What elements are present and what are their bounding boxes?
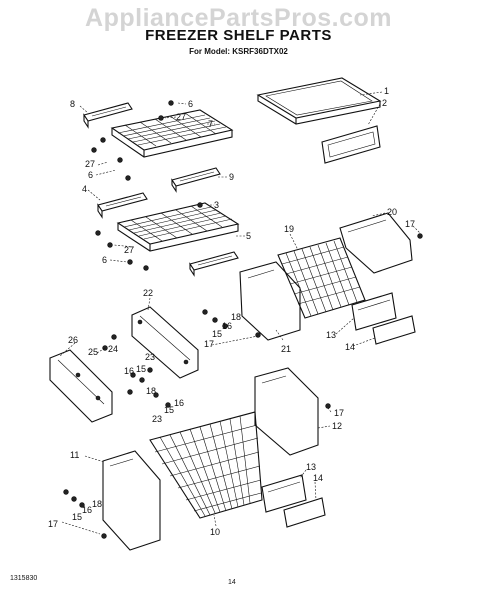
callout-labels: 1 2 6 8 27 7 27 6 9 4 3 27 6 5 20 17 19 …	[48, 86, 415, 537]
callout-21: 21	[281, 344, 291, 354]
basket-label-14	[372, 315, 416, 345]
screws-middle	[95, 202, 203, 271]
callout-13: 13	[326, 330, 336, 340]
rail-4	[97, 192, 148, 219]
callout-26: 26	[68, 335, 78, 345]
callout-17: 17	[204, 339, 214, 349]
glass-shelf-1	[256, 77, 382, 125]
callout-18: 18	[92, 499, 102, 509]
callout-9: 9	[229, 172, 234, 182]
basket-front-13-lower	[261, 474, 307, 513]
callout-15: 15	[164, 405, 174, 415]
callout-23: 23	[145, 352, 155, 362]
rail-9	[171, 167, 221, 193]
rail-5	[189, 251, 239, 277]
callout-27: 27	[85, 159, 95, 169]
side-panel-11	[102, 450, 161, 551]
leader-lines	[59, 91, 421, 535]
rail-8	[83, 102, 133, 129]
callout-5: 5	[246, 231, 251, 241]
diagram-title: FREEZER SHELF PARTS	[145, 27, 332, 44]
callout-22: 22	[143, 288, 153, 298]
shelf-front-2	[321, 125, 381, 164]
callout-27: 27	[176, 112, 186, 122]
wire-basket-19	[277, 237, 366, 319]
side-panel-12	[254, 367, 319, 456]
callout-14: 14	[313, 473, 323, 483]
bracket-26	[49, 349, 113, 423]
model-subtitle: For Model: KSRF36DTX02	[189, 47, 288, 56]
callout-20: 20	[387, 207, 397, 217]
callout-24: 24	[108, 344, 118, 354]
callout-14: 14	[345, 342, 355, 352]
callout-18: 18	[146, 386, 156, 396]
callout-16: 16	[174, 398, 184, 408]
callout-11: 11	[70, 450, 79, 460]
callout-17: 17	[48, 519, 58, 529]
callout-8: 8	[70, 99, 75, 109]
callout-25: 25	[88, 347, 98, 357]
callout-3: 3	[214, 200, 219, 210]
shelf-3	[116, 202, 240, 252]
callout-27: 27	[124, 245, 134, 255]
callout-6: 6	[188, 99, 193, 109]
page-number: 14	[228, 579, 236, 586]
callout-16: 16	[222, 321, 232, 331]
callout-16: 16	[124, 366, 134, 376]
callout-4: 4	[82, 184, 87, 194]
screws-left-middle	[102, 334, 171, 408]
callout-16: 16	[82, 505, 92, 515]
callout-6: 6	[102, 255, 107, 265]
basket-front-13	[351, 292, 397, 331]
callout-15: 15	[72, 512, 82, 522]
screws-right-upper	[202, 233, 423, 338]
callout-15: 15	[136, 364, 146, 374]
shelf-7	[110, 109, 234, 158]
drawing-code: 1315830	[10, 575, 38, 582]
callout-1: 1	[384, 86, 389, 96]
callout-17: 17	[334, 408, 344, 418]
callout-6: 6	[88, 170, 93, 180]
side-panel-20	[339, 212, 413, 274]
callout-10: 10	[210, 527, 220, 537]
bracket-22	[131, 306, 199, 379]
callout-15: 15	[212, 329, 222, 339]
callout-2: 2	[382, 98, 387, 108]
callout-23: 23	[152, 414, 162, 424]
screws-top	[91, 100, 174, 181]
wire-basket-10	[149, 411, 263, 519]
callout-19: 19	[284, 224, 294, 234]
callout-12: 12	[332, 421, 342, 431]
watermark: AppliancePartsPros.com	[85, 4, 392, 32]
callout-7: 7	[208, 119, 213, 129]
screws-bottom	[63, 403, 331, 539]
basket-label-14-lower	[283, 497, 326, 528]
callout-17: 17	[405, 219, 415, 229]
callout-13: 13	[306, 462, 316, 472]
side-panel-21	[239, 261, 301, 341]
callout-18: 18	[231, 312, 241, 322]
